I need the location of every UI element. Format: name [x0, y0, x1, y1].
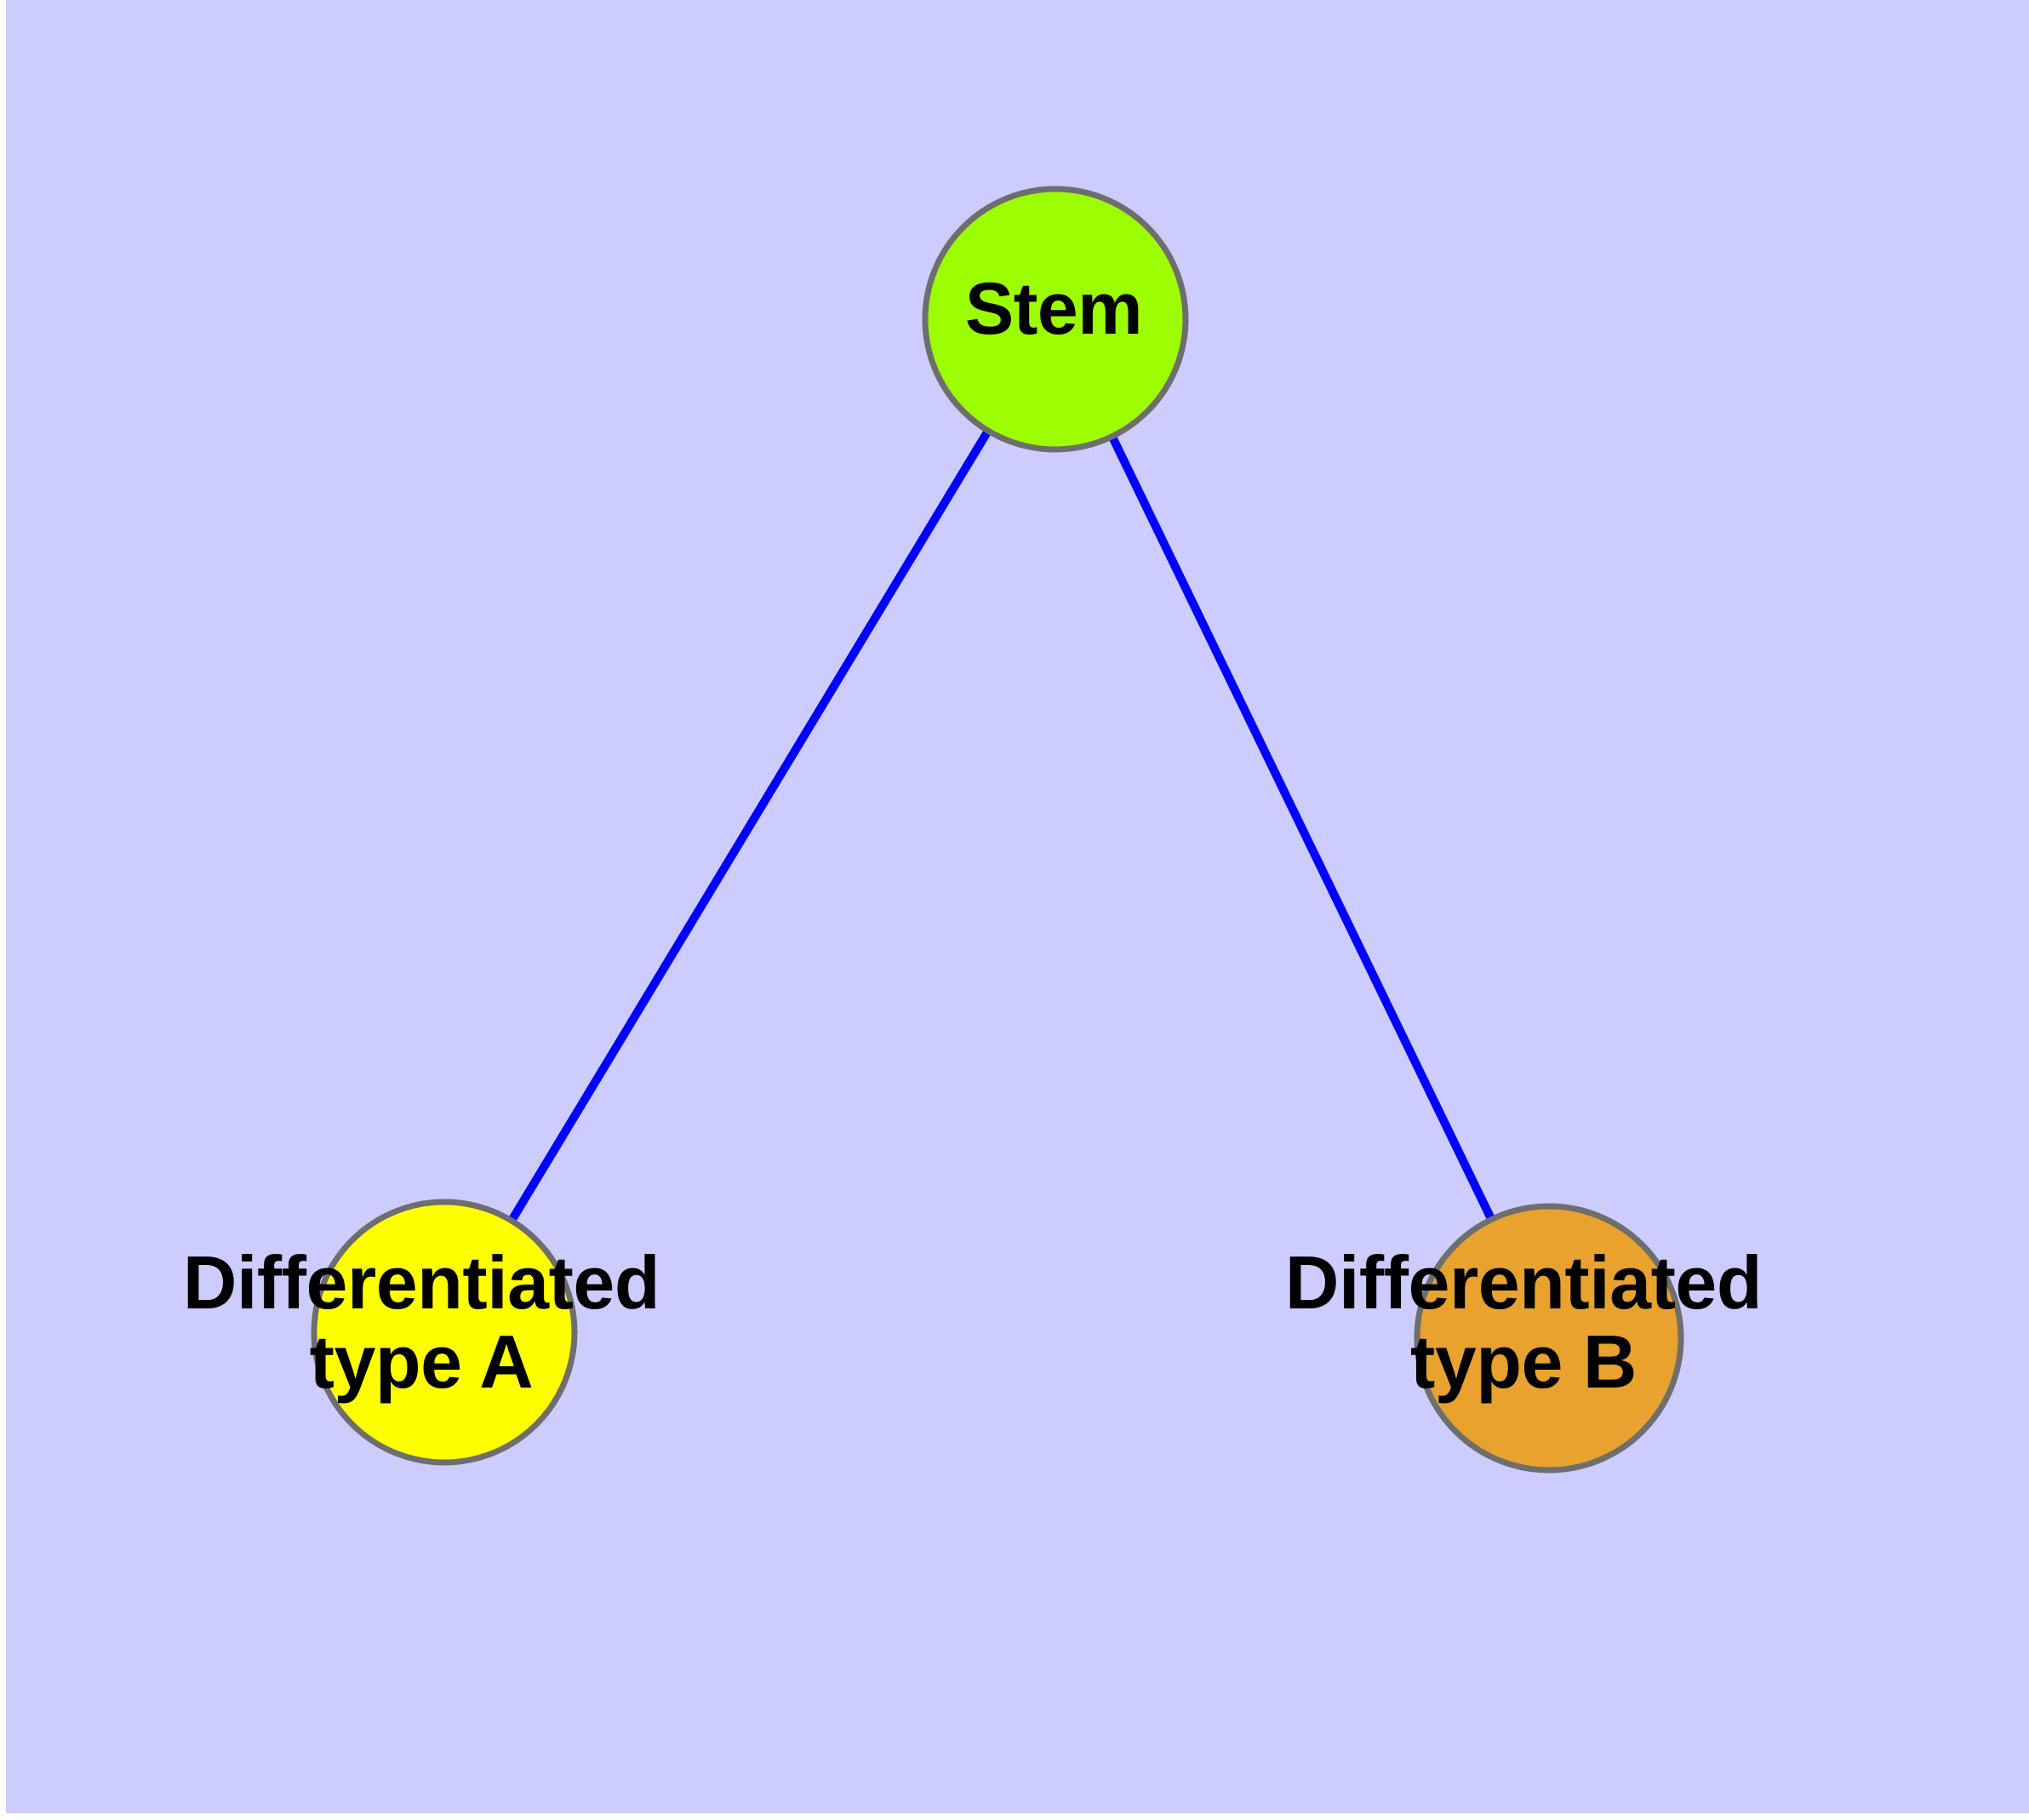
edge-stem-to-diff-a — [440, 317, 1060, 1335]
edge-stem-to-diff-b — [1051, 317, 1553, 1341]
node-stem-circle[interactable] — [922, 186, 1189, 453]
node-diff-b-circle[interactable] — [1414, 1203, 1684, 1474]
node-layer — [311, 186, 1684, 1474]
node-diff-a-circle[interactable] — [311, 1199, 578, 1466]
edge-layer — [440, 317, 1553, 1341]
